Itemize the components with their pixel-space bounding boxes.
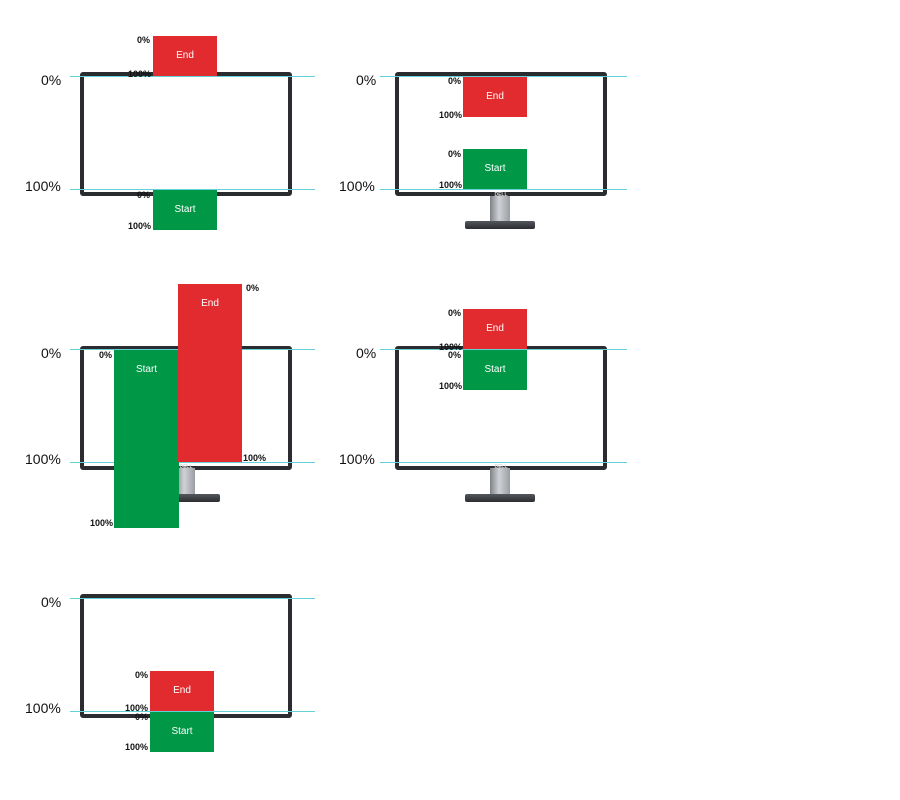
end-marker-zero: 0% (246, 283, 260, 293)
end-box-label: End (201, 298, 219, 309)
scale-label-bottom: 100% (25, 451, 61, 467)
start-marker-full: 100% (90, 518, 114, 528)
monitor-screen (80, 72, 292, 196)
scale-label-top: 0% (41, 72, 62, 88)
start-marker-full: 100% (125, 742, 149, 752)
end-box: End (463, 77, 527, 117)
scale-label-top: 0% (41, 594, 62, 610)
start-box-label: Start (171, 726, 193, 737)
start-box-label: Start (484, 364, 506, 375)
monitor-stand-base (465, 221, 535, 229)
scale-label-bottom: 100% (339, 178, 375, 194)
start-box: Start (150, 712, 214, 752)
panel-5: 0% 100% End 0% 100% Start 0% 100% (20, 580, 340, 780)
end-marker-full: 100% (243, 453, 267, 463)
end-box: End (150, 671, 214, 711)
end-marker-zero: 0% (137, 35, 151, 45)
guide-line-top (70, 598, 315, 599)
start-marker-zero: 0% (135, 712, 149, 722)
guide-line-bottom (70, 711, 315, 712)
end-marker-zero: 0% (448, 76, 462, 86)
start-marker-zero: 0% (137, 190, 151, 200)
monitor-stand-base (150, 494, 220, 502)
end-box-label: End (176, 50, 194, 61)
start-marker-zero: 0% (448, 350, 462, 360)
guide-line-bottom (380, 189, 627, 190)
start-marker-zero: 0% (99, 350, 113, 360)
scale-label-top: 0% (41, 345, 62, 361)
end-marker-full: 100% (439, 110, 463, 120)
start-box: Start (463, 350, 527, 390)
end-marker-zero: 0% (135, 670, 149, 680)
start-box: Start (153, 190, 217, 230)
end-box: End (178, 284, 242, 462)
start-box-label: Start (135, 364, 158, 375)
end-box-label: End (486, 323, 504, 334)
panel-3: DELL 0% 100% Start 0% 100% End 0% 100% (20, 280, 340, 540)
end-marker-full: 100% (125, 703, 149, 713)
guide-line-top (380, 349, 627, 350)
scale-label-bottom: 100% (25, 700, 61, 716)
monitor-stand-neck (490, 196, 510, 222)
guide-line-top (70, 76, 315, 77)
guide-line-bottom (70, 189, 315, 190)
start-box-label: Start (484, 163, 506, 174)
monitor-stand-neck (175, 468, 195, 494)
start-marker-full: 100% (439, 381, 463, 391)
panel-2: DELL 0% 100% End 0% 100% Start 0% 100% (335, 30, 655, 270)
scale-label-bottom: 100% (25, 178, 61, 194)
monitor-stand-neck (490, 468, 510, 494)
guide-line-bottom (380, 462, 627, 463)
scale-label-bottom: 100% (339, 451, 375, 467)
end-marker-full: 100% (128, 69, 152, 79)
start-marker-full: 100% (439, 180, 463, 190)
start-box: Start (463, 149, 527, 189)
panel-4: DELL 0% 100% End 0% 100% Start 0% 100% (335, 280, 655, 520)
dell-logo: DELL (494, 192, 508, 198)
start-marker-zero: 0% (448, 149, 462, 159)
dell-logo: DELL (179, 464, 193, 470)
end-marker-zero: 0% (448, 308, 462, 318)
end-marker-full: 100% (439, 342, 463, 352)
scale-label-top: 0% (356, 72, 377, 88)
start-box: Start (114, 350, 179, 528)
guide-line-top (380, 76, 627, 77)
scale-label-top: 0% (356, 345, 377, 361)
end-box-label: End (486, 91, 504, 102)
panel-1: 0% 100% End 0% 100% Start 0% 100% (20, 30, 340, 270)
dell-logo: DELL (494, 464, 508, 470)
monitor-stand-base (465, 494, 535, 502)
start-box-label: Start (174, 204, 196, 215)
end-box: End (463, 309, 527, 349)
start-marker-full: 100% (128, 221, 152, 231)
guide-line-bottom (70, 462, 315, 463)
end-box: End (153, 36, 217, 76)
end-box-label: End (173, 685, 191, 696)
